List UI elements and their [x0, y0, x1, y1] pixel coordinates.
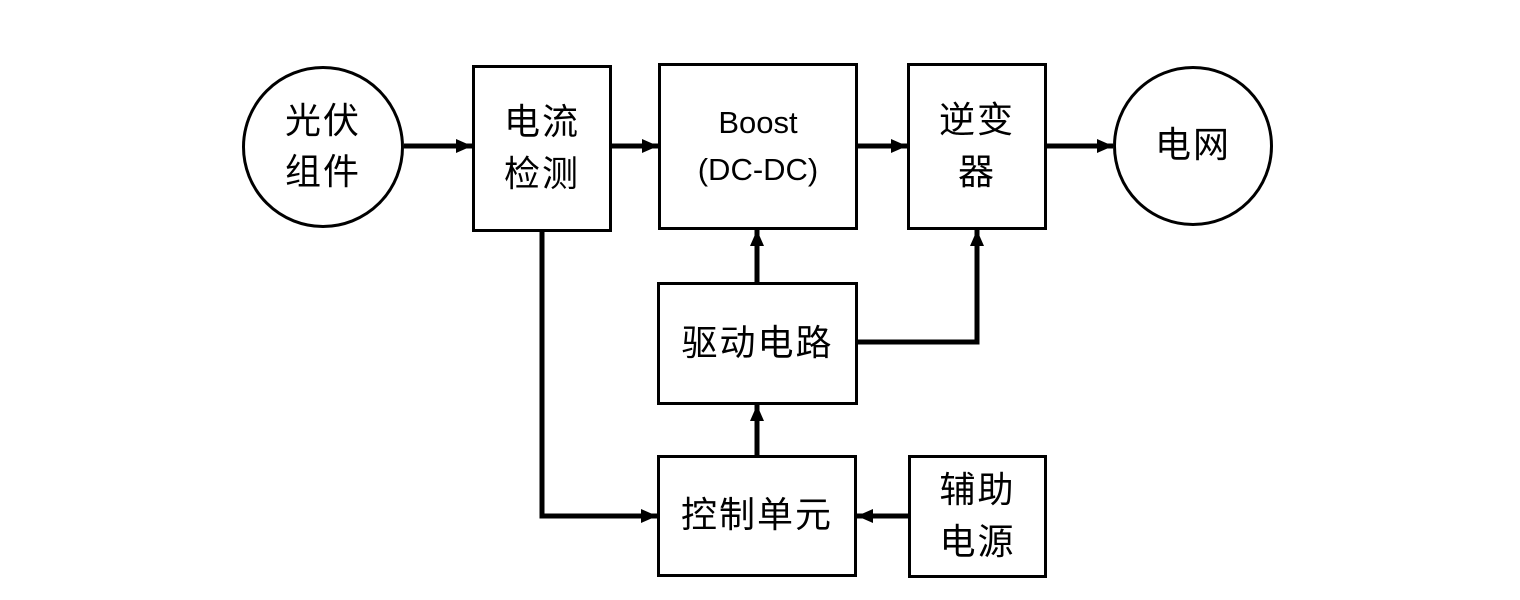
node-control-unit-label: 控制单元	[680, 495, 833, 536]
node-current-detection-label: 电流 检测	[503, 102, 580, 194]
node-aux-power: 辅助 电源	[908, 455, 1047, 578]
node-current-detection: 电流 检测	[472, 65, 612, 232]
node-drive-circuit-label: 驱动电路	[681, 322, 834, 363]
node-grid-label: 电网	[1154, 125, 1231, 166]
node-boost-dcdc: Boost (DC-DC)	[658, 63, 858, 230]
node-pv-module: 光伏 组件	[242, 66, 404, 228]
node-pv-module-label: 光伏 组件	[284, 100, 361, 192]
node-boost-dcdc-label: Boost (DC-DC)	[697, 105, 819, 187]
node-control-unit: 控制单元	[657, 455, 857, 577]
node-aux-power-label: 辅助 电源	[939, 470, 1016, 562]
edge-current-to-control-arrow	[539, 232, 657, 523]
node-grid: 电网	[1113, 66, 1273, 226]
node-inverter-label: 逆变 器	[938, 100, 1015, 192]
node-inverter: 逆变 器	[907, 63, 1047, 230]
node-drive-circuit: 驱动电路	[657, 282, 858, 405]
edge-drive-to-inverter-arrow	[858, 230, 984, 345]
